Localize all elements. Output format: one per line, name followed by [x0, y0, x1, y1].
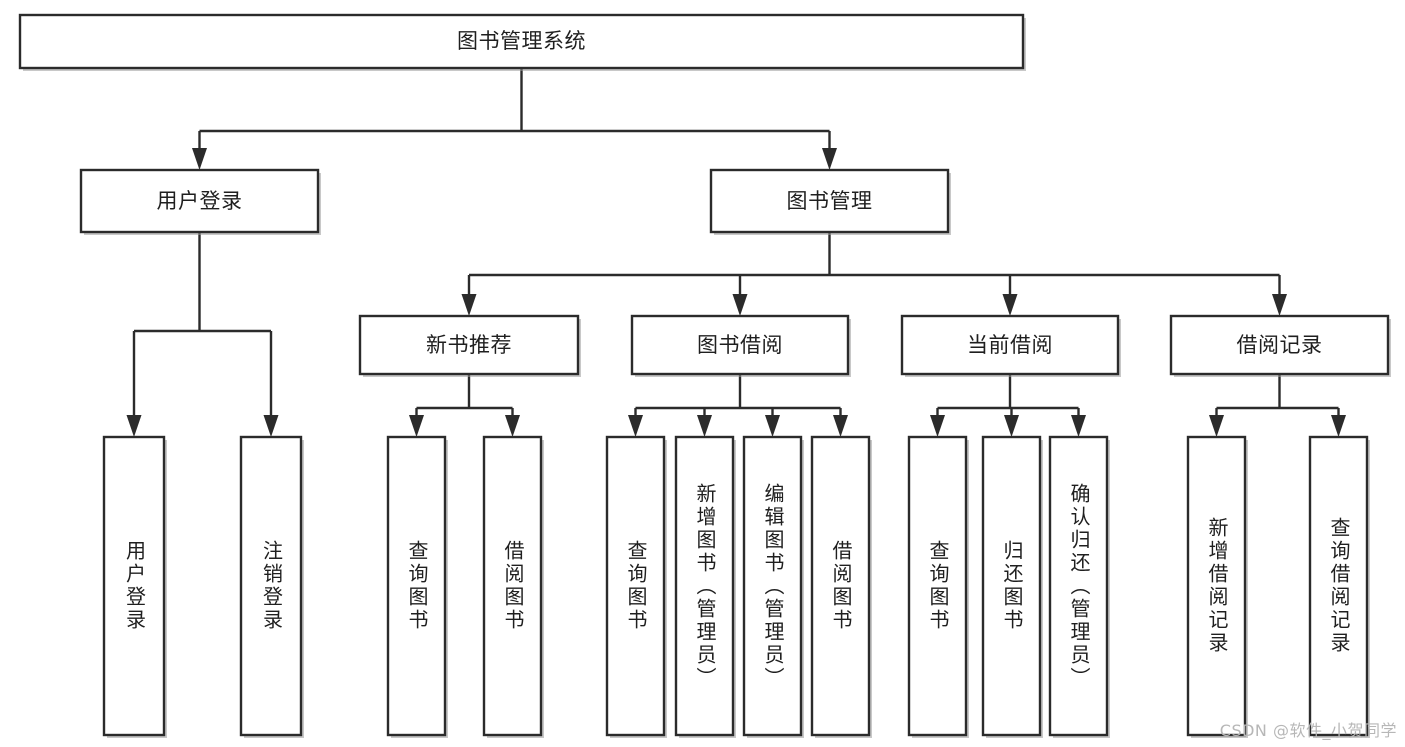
- node-box-l_add_book[interactable]: [674, 435, 735, 737]
- arrow-head-icon: [1002, 294, 1018, 316]
- node-box-l_borrow_book_1[interactable]: [482, 435, 543, 737]
- arrow-head-icon: [1331, 415, 1346, 437]
- arrow-head-icon: [263, 415, 279, 437]
- watermark-text: CSDN @软件_小贺同学: [1219, 721, 1397, 740]
- arrow-head-icon: [192, 148, 207, 170]
- arrow-head-icon: [628, 415, 643, 437]
- arrow-head-icon: [1272, 294, 1287, 316]
- node-box-l_borrow_book_2[interactable]: [810, 435, 871, 737]
- node-box-n_current[interactable]: [900, 314, 1120, 376]
- node-box-n_book_mgmt[interactable]: [709, 168, 950, 234]
- node-box-l_return_book[interactable]: [981, 435, 1042, 737]
- node-box-root[interactable]: [18, 13, 1025, 70]
- node-box-l_query_book_1[interactable]: [386, 435, 447, 737]
- arrow-head-icon: [833, 415, 848, 437]
- arrow-head-icon: [1071, 415, 1086, 437]
- connector-edges-layer: [126, 68, 1346, 437]
- node-box-l_query_book_2[interactable]: [605, 435, 666, 737]
- arrow-head-icon: [697, 415, 712, 437]
- node-box-l_confirm_return[interactable]: [1048, 435, 1109, 737]
- arrow-head-icon: [930, 415, 945, 437]
- node-box-n_borrow[interactable]: [630, 314, 850, 376]
- arrow-head-icon: [126, 415, 142, 437]
- node-box-l_logout[interactable]: [239, 435, 303, 737]
- node-box-n_new_book[interactable]: [358, 314, 580, 376]
- node-box-n_record[interactable]: [1169, 314, 1390, 376]
- node-box-l_user_login[interactable]: [102, 435, 166, 737]
- node-box-n_user_login[interactable]: [79, 168, 320, 234]
- arrow-head-icon: [505, 415, 520, 437]
- arrow-head-icon: [765, 415, 780, 437]
- arrow-head-icon: [1209, 415, 1224, 437]
- node-box-l_query_record[interactable]: [1308, 435, 1369, 737]
- arrow-head-icon: [822, 148, 837, 170]
- arrow-head-icon: [409, 415, 424, 437]
- arrow-head-icon: [461, 294, 477, 316]
- node-box-l_add_record[interactable]: [1186, 435, 1247, 737]
- node-boxes-layer: [18, 13, 1391, 738]
- arrow-head-icon: [1004, 415, 1019, 437]
- arrow-head-icon: [732, 294, 748, 316]
- node-box-l_edit_book[interactable]: [742, 435, 803, 737]
- node-box-l_query_book_3[interactable]: [907, 435, 968, 737]
